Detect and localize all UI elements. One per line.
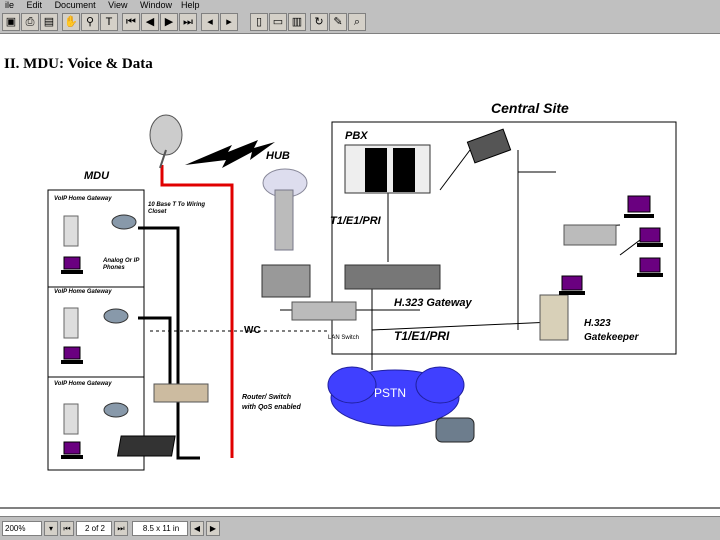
- zoom-field[interactable]: 200%: [2, 521, 42, 536]
- go-back-icon[interactable]: ◂: [201, 13, 219, 31]
- page-indicator: 2 of 2: [76, 521, 112, 536]
- continuous-icon[interactable]: ▭: [269, 13, 287, 31]
- menu-document[interactable]: Document: [54, 0, 96, 10]
- voip-gateway-label-2: VoIP Home Gateway: [54, 289, 112, 295]
- phone-icon-1: [111, 214, 137, 230]
- server-rack-icon: [261, 264, 311, 298]
- facing-icon[interactable]: ▥: [288, 13, 306, 31]
- pbx-cabinet-icon: [344, 144, 431, 194]
- mdu-pc-icon-2: [61, 346, 83, 364]
- gatekeeper-label-line2: Gatekeeper: [584, 332, 639, 343]
- lan-switch-label: LAN Switch: [328, 335, 360, 341]
- h323-line: [371, 321, 553, 331]
- gatekeeper-label-line1: H.323: [584, 318, 611, 329]
- pbx-label: PBX: [345, 130, 368, 142]
- wc-label: WC: [244, 325, 261, 336]
- router-label-line2: with QoS enabled: [242, 404, 301, 411]
- zoom-dropdown-icon[interactable]: ▾: [44, 521, 58, 536]
- phone-icon-3: [103, 402, 129, 418]
- mdu-router-icon: [153, 383, 209, 403]
- voip-gateway-icon-2: [63, 307, 79, 339]
- lightning-bolt-icon: [185, 140, 275, 168]
- t1-lower-label: T1/E1/PRI: [394, 329, 450, 343]
- status-prev-icon[interactable]: ◀: [190, 521, 204, 536]
- mdu-label: MDU: [84, 170, 110, 182]
- status-last-page-icon[interactable]: ⏭: [114, 521, 128, 536]
- single-page-icon[interactable]: ▯: [250, 13, 268, 31]
- toolbar: ▣ ⎙ ▤ ✋ ⚲ T ⏮ ◀ ▶ ⏭ ◂ ▸ ▯ ▭ ▥ ↻ ✎ ⌕: [0, 11, 720, 34]
- mdu-pc-icon-3: [61, 441, 83, 459]
- gatekeeper-server-icon: [539, 294, 569, 341]
- central-site-label: Central Site: [491, 100, 569, 116]
- status-first-page-icon[interactable]: ⏮: [60, 521, 74, 536]
- router-label-line1: Router/ Switch: [242, 394, 292, 401]
- status-next-icon[interactable]: ▶: [206, 521, 220, 536]
- print-icon[interactable]: ⎙: [21, 13, 39, 31]
- pbx-to-fax: [439, 149, 471, 191]
- pc-link-2: [619, 239, 641, 256]
- menu-bar: ile Edit Document View Window Help: [0, 0, 720, 11]
- hand-icon[interactable]: ✋: [62, 13, 80, 31]
- pc-icon-2: [637, 227, 663, 247]
- next-page-icon[interactable]: ▶: [160, 13, 178, 31]
- pc-icon-4: [559, 275, 585, 295]
- save-icon[interactable]: ▣: [2, 13, 20, 31]
- modem-icon: [117, 435, 176, 457]
- pstn-label: PSTN: [374, 386, 407, 400]
- go-forward-icon[interactable]: ▸: [220, 13, 238, 31]
- h323-gateway-label: H.323 Gateway: [394, 297, 472, 309]
- menu-view[interactable]: View: [108, 0, 128, 10]
- voip-gateway-icon-1: [63, 215, 79, 247]
- fax-machine-icon: [466, 128, 512, 164]
- mdu-pc-icon-1: [61, 256, 83, 274]
- last-page-icon[interactable]: ⏭: [179, 13, 197, 31]
- page-title: II. MDU: Voice & Data: [4, 56, 153, 72]
- status-bar: 200% ▾ ⏮ 2 of 2 ⏭ 8.5 x 11 in ◀ ▶: [0, 516, 720, 540]
- central-site-box: [331, 121, 677, 355]
- red-backbone-line: [160, 165, 234, 458]
- wiring-2: [138, 316, 172, 396]
- page-size-indicator: 8.5 x 11 in: [132, 521, 188, 536]
- voip-gateway-icon-3: [63, 403, 79, 435]
- find-icon[interactable]: ⌕: [348, 13, 366, 31]
- satellite-dish-icon: [149, 114, 183, 169]
- page-icon[interactable]: ▤: [40, 13, 58, 31]
- pstn-cloud: [327, 366, 465, 427]
- text-select-icon[interactable]: T: [100, 13, 118, 31]
- menu-file[interactable]: ile: [5, 0, 15, 10]
- bookmark-icon[interactable]: ✎: [329, 13, 347, 31]
- voip-gateway-label-1: VoIP Home Gateway: [54, 196, 112, 202]
- pstn-phone-icon: [435, 417, 475, 443]
- zoom-icon[interactable]: ⚲: [81, 13, 99, 31]
- hub-label: HUB: [266, 150, 290, 162]
- wiring-1: [138, 226, 200, 460]
- hub-tower-icon: [262, 168, 308, 251]
- pc-icon-1: [624, 195, 654, 218]
- lan-switch-device-icon: [291, 301, 357, 321]
- menu-window[interactable]: Window: [139, 0, 172, 10]
- gateway-device-icon: [344, 264, 441, 290]
- voip-gateway-label-3: VoIP Home Gateway: [54, 381, 112, 387]
- menu-help[interactable]: Help: [181, 0, 200, 10]
- phone-icon-2: [103, 308, 129, 324]
- central-router-icon: [563, 224, 617, 246]
- prev-page-icon[interactable]: ◀: [141, 13, 159, 31]
- t1-upper-label: T1/E1/PRI: [330, 215, 381, 227]
- menu-edit[interactable]: Edit: [26, 0, 43, 10]
- mdu-box: [47, 189, 145, 471]
- first-page-icon[interactable]: ⏮: [122, 13, 140, 31]
- analog-phones-label: Analog Or IP Phones: [103, 258, 140, 271]
- rotate-icon[interactable]: ↻: [310, 13, 328, 31]
- pc-icon-3: [637, 257, 663, 277]
- base-t-label: 10 Base T To Wiring Closet: [148, 202, 206, 215]
